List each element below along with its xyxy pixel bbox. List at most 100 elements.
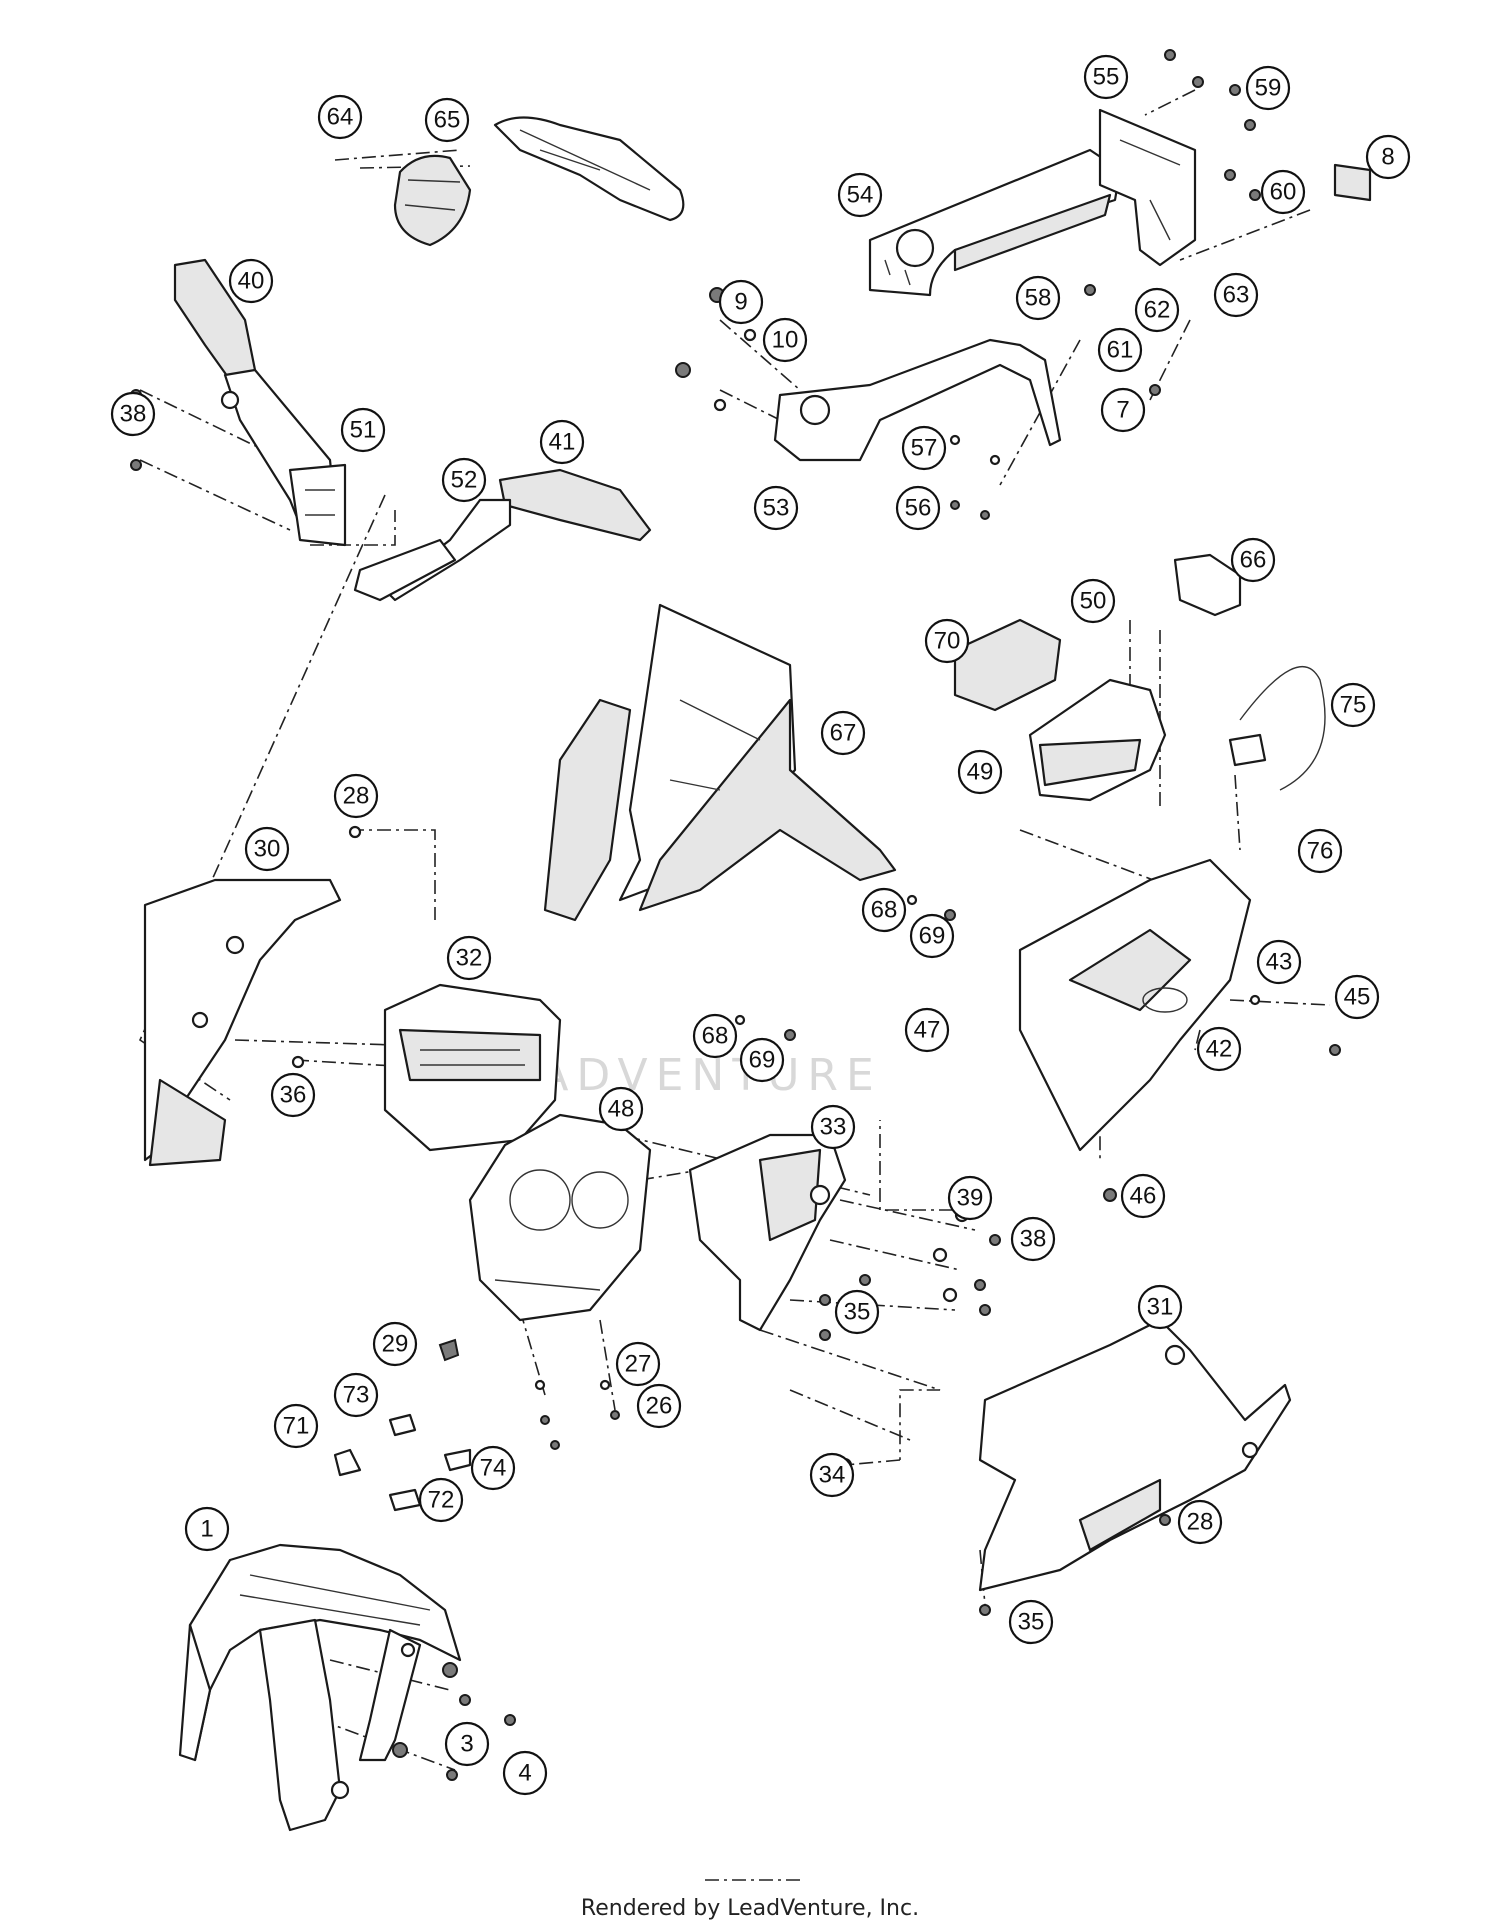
callout-76: 76 — [1297, 828, 1343, 874]
callout-10: 10 — [762, 317, 808, 363]
callout-26: 26 — [636, 1383, 682, 1429]
callout-3: 3 — [444, 1721, 490, 1767]
callout-label: 45 — [1344, 984, 1371, 1011]
callout-34: 34 — [809, 1452, 855, 1498]
part-51-bracket — [288, 463, 347, 547]
callout-label: 50 — [1080, 588, 1107, 615]
callout-label: 9 — [734, 289, 747, 316]
callout-label: 65 — [434, 107, 461, 134]
callout-4: 4 — [502, 1750, 548, 1796]
callout-39: 39 — [947, 1175, 993, 1221]
callout-42: 42 — [1196, 1026, 1242, 1072]
callout-63: 63 — [1213, 272, 1259, 318]
callout-73: 73 — [333, 1372, 379, 1418]
callout-7: 7 — [1100, 387, 1146, 433]
callout-label: 27 — [625, 1351, 652, 1378]
callout-51: 51 — [340, 407, 386, 453]
callout-label: 40 — [238, 268, 265, 295]
callout-label: 60 — [1270, 179, 1297, 206]
callout-35: 35 — [834, 1289, 880, 1335]
callout-label: 32 — [456, 945, 483, 972]
part-33-bracket — [688, 1133, 847, 1332]
callout-67: 67 — [820, 710, 866, 756]
part-42-undertray — [1018, 858, 1252, 1152]
callout-29: 29 — [372, 1321, 418, 1367]
callout-69: 69 — [909, 913, 955, 959]
callout-label: 69 — [749, 1047, 776, 1074]
callout-53: 53 — [753, 485, 799, 531]
part-32-housing — [383, 983, 562, 1152]
callout-71: 71 — [273, 1403, 319, 1449]
part-8-pad — [1333, 163, 1372, 202]
callout-label: 26 — [646, 1393, 673, 1420]
callout-49: 49 — [957, 749, 1003, 795]
callout-60: 60 — [1260, 169, 1306, 215]
callout-label: 57 — [911, 435, 938, 462]
callout-27: 27 — [615, 1341, 661, 1387]
callout-label: 66 — [1240, 547, 1267, 574]
callout-label: 33 — [820, 1114, 847, 1141]
callout-label: 41 — [549, 429, 576, 456]
callout-label: 54 — [847, 182, 874, 209]
callout-30: 30 — [244, 826, 290, 872]
callout-label: 10 — [772, 327, 799, 354]
callout-label: 34 — [819, 1462, 846, 1489]
part-48-housing — [468, 1113, 652, 1322]
callout-label: 64 — [327, 104, 354, 131]
callout-33: 33 — [810, 1104, 856, 1150]
part-66-latch — [1173, 553, 1242, 617]
part-54-bracket — [868, 148, 1122, 297]
callout-label: 38 — [1020, 1226, 1047, 1253]
callout-label: 4 — [518, 1760, 531, 1787]
part-41-mirror — [353, 468, 652, 602]
part-67-windscreen — [543, 603, 897, 922]
callout-label: 49 — [967, 759, 994, 786]
callout-label: 63 — [1223, 282, 1250, 309]
part-65-cover — [393, 116, 685, 247]
callout-label: 36 — [280, 1082, 307, 1109]
callout-label: 62 — [1144, 297, 1171, 324]
callout-label: 35 — [844, 1299, 871, 1326]
callout-label: 67 — [830, 720, 857, 747]
callout-label: 75 — [1340, 692, 1367, 719]
callout-28-b: 28 — [1177, 1499, 1223, 1545]
callout-label: 58 — [1025, 285, 1052, 312]
callout-43: 43 — [1256, 939, 1302, 985]
callout-label: 69 — [919, 923, 946, 950]
callout-55: 55 — [1083, 54, 1129, 100]
callout-label: 52 — [451, 467, 478, 494]
callout-label: 74 — [480, 1455, 507, 1482]
callout-label: 28 — [343, 783, 370, 810]
callout-label: 56 — [905, 495, 932, 522]
callout-label: 39 — [957, 1185, 984, 1212]
callout-62: 62 — [1134, 287, 1180, 333]
callout-label: 72 — [428, 1487, 455, 1514]
callout-31: 31 — [1137, 1284, 1183, 1330]
callout-label: 61 — [1107, 337, 1134, 364]
callout-label: 3 — [460, 1731, 473, 1758]
callout-label: 73 — [343, 1382, 370, 1409]
callout-label: 8 — [1381, 144, 1394, 171]
callout-74: 74 — [470, 1445, 516, 1491]
callout-label: 28 — [1187, 1509, 1214, 1536]
callout-label: 76 — [1307, 838, 1334, 865]
callout-56: 56 — [895, 485, 941, 531]
callout-40: 40 — [228, 258, 274, 304]
hardware-fasteners — [130, 49, 1341, 1781]
callout-50: 50 — [1070, 578, 1116, 624]
callout-48: 48 — [598, 1086, 644, 1132]
callout-label: 68 — [702, 1023, 729, 1050]
part-75-cable — [1228, 665, 1326, 791]
callout-38: 38 — [110, 391, 156, 437]
callout-68: 68 — [861, 887, 907, 933]
callout-label: 30 — [254, 836, 281, 863]
callout-1: 1 — [184, 1506, 230, 1552]
callout-label: 42 — [1206, 1036, 1233, 1063]
callout-label: 31 — [1147, 1294, 1174, 1321]
callout-label: 47 — [914, 1017, 941, 1044]
callout-65: 65 — [424, 97, 470, 143]
callout-28: 28 — [333, 773, 379, 819]
callout-label: 51 — [350, 417, 377, 444]
callout-35-b: 35 — [1008, 1599, 1054, 1645]
